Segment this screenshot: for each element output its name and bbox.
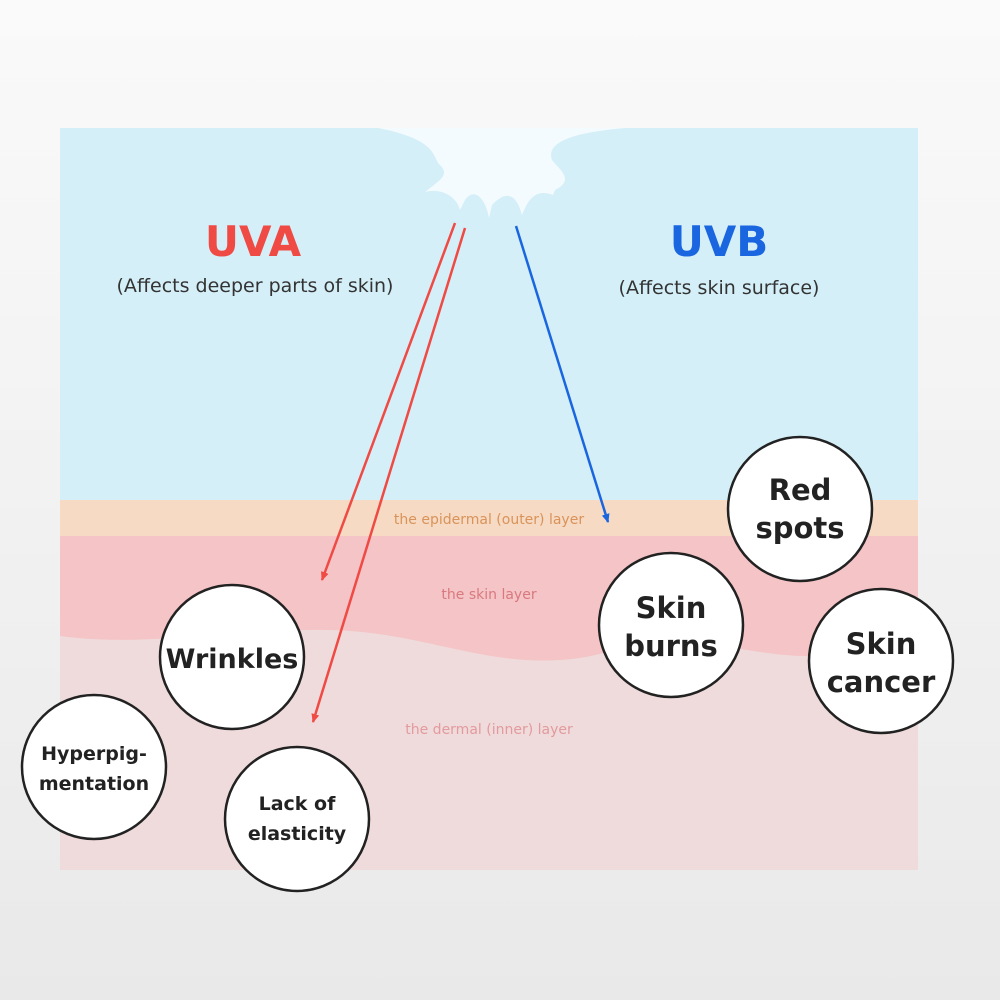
uva-subtitle: (Affects deeper parts of skin) <box>117 275 394 297</box>
svg-text:Hyperpig-mentation: Hyperpig-mentation <box>39 743 149 795</box>
uvb-title: UVB <box>670 217 769 266</box>
svg-text:Wrinkles: Wrinkles <box>166 644 299 675</box>
uvb-subtitle: (Affects skin surface) <box>619 277 820 299</box>
effect-hyperpigmentation: Hyperpig-mentation <box>20 693 168 841</box>
uva-title: UVA <box>205 217 302 266</box>
uvb-arrow <box>514 225 610 523</box>
epidermal-layer-label: the epidermal (outer) layer <box>394 512 584 528</box>
uva-arrow-short <box>320 222 457 581</box>
uva-arrow-long <box>311 227 467 723</box>
dermal-layer-label: the dermal (inner) layer <box>405 722 573 738</box>
sun-icon <box>378 128 625 218</box>
skin-layer-label: the skin layer <box>441 587 536 603</box>
effect-wrinkles: Wrinkles <box>158 583 306 731</box>
